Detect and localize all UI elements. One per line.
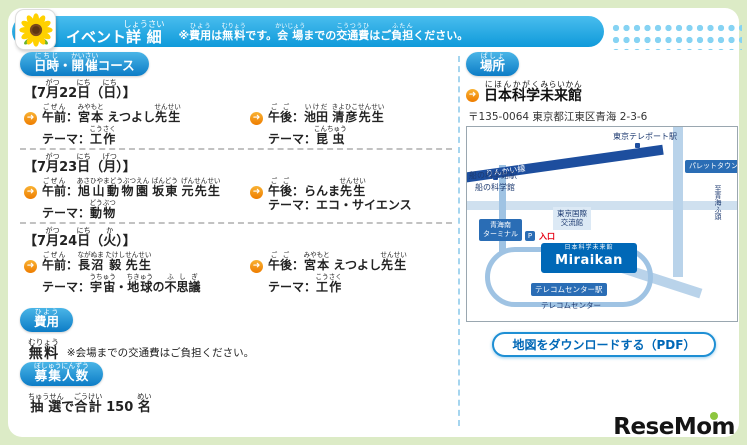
schedule-day: 【7月がつ23日にち（月げつ）】 ➜ 午前ごぜん：旭山動物園あさひやまどうぶつえ… (24, 152, 456, 221)
header-bar: イベント詳細しょうさい ※費用ひようは無料むりょうです。会場かいじょうまでの交通… (12, 9, 604, 50)
content-panel: イベント詳細しょうさい ※費用ひようは無料むりょうです。会場かいじょうまでの交通… (8, 8, 742, 437)
resemom-logo[interactable]: ReseMom (613, 412, 735, 440)
session-theme: テーマ：工作こうさく (268, 273, 342, 294)
map-station-dot (493, 175, 498, 180)
fee-row: 無料むりょう ※会場までの交通費はご負担ください。 (28, 338, 254, 361)
venue-map: りんかい線 東京テレポート駅 パレットタウン 船の科学館駅 船の科学館 東京国際… (466, 126, 738, 322)
capacity-section-badge: 募集ぼしゅう人数にんずう (20, 362, 103, 386)
map-label-line: 青海南 (490, 221, 511, 229)
session-entry: ➜ 午前ごぜん：宮本みやもと えつよし先生せんせい テーマ：工作こうさく (24, 103, 250, 147)
day-date: 【7月がつ23日にち（月げつ）】 (24, 152, 136, 175)
map-parking-icon: P (525, 231, 535, 241)
day-date: 【7月がつ24日にち（火か）】 (24, 226, 136, 249)
session-theme: テーマ：昆虫こんちゅう (268, 125, 347, 146)
map-label-fune-museum: 船の科学館 (475, 183, 515, 192)
day-date: 【7月がつ22日にち（日にち）】 (24, 78, 136, 101)
map-label-fune-station: 船の科学館駅 (469, 171, 517, 180)
session-entry: ➜ 午前ごぜん：旭山動物園あさひやまどうぶつえん 坂東ばんどう 元げん先生せんせ… (24, 177, 250, 221)
map-entrance-label: 入口 (539, 232, 555, 241)
arrow-icon: ➜ (466, 89, 479, 102)
map-label-telecom-center: テレコムセンター (541, 301, 601, 310)
map-label-aomi-terminal: 青海南 ターミナル (479, 219, 522, 241)
session-teacher: 午前ごぜん：旭山動物園あさひやまどうぶつえん 坂東ばんどう 元げん先生せんせい (42, 177, 221, 198)
session-entry: ➜ 午後ごご：らんま先生せんせい テーマ：エコ・サイエンス (250, 177, 412, 221)
session-teacher: 午後ごご：らんま先生せんせい (268, 177, 366, 198)
fee-notice: ※費用ひようは無料むりょうです。会場かいじょうまでの交通費こうつうひはご負担ふた… (178, 22, 469, 42)
map-label-line: ターミナル (483, 229, 518, 238)
venue-name: 日本にほん科学かがく未来館みらいかん (484, 80, 582, 104)
venue-section-badge: 場所ばしょ (466, 52, 520, 76)
capacity-value: 抽選ちゅうせんで合計ごうけい 150 名めい (28, 392, 152, 415)
map-rail-yurikamome (499, 165, 506, 253)
venue-name-row: ➜ 日本にほん科学かがく未来館みらいかん (466, 80, 582, 103)
column-divider (458, 56, 460, 426)
fee-note: ※会場までの交通費はご負担ください。 (66, 347, 255, 359)
miraikan-logo: 日本科学未来館 Miraikan (541, 243, 637, 273)
session-teacher: 午後ごご：池田いけだ 清彦きよひこ先生せんせい (268, 103, 385, 124)
map-download-button[interactable]: 地図をダウンロードする（PDF） (492, 332, 716, 357)
session-theme: テーマ：工作こうさく (42, 125, 116, 146)
session-theme: テーマ：エコ・サイエンス (268, 198, 412, 212)
map-label-teleport-station: 東京テレポート駅 (613, 132, 677, 141)
session-theme: テーマ：宇宙うちゅう・地球ちきゅうの不思議ふしぎ (42, 273, 201, 294)
venue-address: 〒135-0064 東京都江東区青海 2-3-6 (468, 111, 648, 123)
fee-value: 無料むりょう (28, 338, 59, 362)
dashed-separator (20, 222, 452, 224)
session-teacher: 午後ごご：宮本みやもと えつよし先生せんせい (268, 251, 407, 272)
session-entry: ➜ 午後ごご：池田いけだ 清彦きよひこ先生せんせい テーマ：昆虫こんちゅう (250, 103, 384, 147)
session-theme: テーマ：動物どうぶつ (42, 199, 116, 220)
map-direction-label: 至青海ふ頭 (714, 185, 722, 220)
schedule-section-badge: 日時にちじ・開催かいさいコース (20, 52, 149, 76)
page-title: イベント詳細しょうさい (66, 18, 165, 46)
resemom-logo-dot (710, 412, 718, 420)
map-label-line: 交流館 (560, 218, 584, 228)
session-teacher: 午前ごぜん：長沼ながぬま 毅たけし先生せんせい (42, 251, 152, 272)
map-label-line: 東京国際 (557, 209, 587, 218)
sunflower-icon (15, 9, 56, 50)
map-station-dot (635, 143, 640, 148)
map-road (467, 201, 737, 210)
arrow-icon: ➜ (250, 186, 263, 199)
session-entry: ➜ 午後ごご：宮本みやもと えつよし先生せんせい テーマ：工作こうさく (250, 251, 407, 295)
map-label-kokusai-koryukan: 東京国際 交流館 (553, 207, 591, 230)
map-road (673, 127, 683, 277)
session-entry: ➜ 午前ごぜん：長沼ながぬま 毅たけし先生せんせい テーマ：宇宙うちゅう・地球ち… (24, 251, 250, 295)
dot-decoration (612, 24, 742, 50)
schedule-day: 【7月がつ24日にち（火か）】 ➜ 午前ごぜん：長沼ながぬま 毅たけし先生せんせ… (24, 226, 456, 295)
miraikan-logo-small-text: 日本科学未来館 (564, 244, 614, 251)
arrow-icon: ➜ (250, 260, 263, 273)
arrow-icon: ➜ (24, 260, 37, 273)
arrow-icon: ➜ (250, 112, 263, 125)
dashed-separator (20, 148, 452, 150)
miraikan-logo-text: Miraikan (555, 253, 623, 268)
session-teacher: 午前ごぜん：宮本みやもと えつよし先生せんせい (42, 103, 181, 124)
map-label-telecom-station: テレコムセンター駅 (531, 283, 607, 297)
arrow-icon: ➜ (24, 186, 37, 199)
schedule-day: 【7月がつ22日にち（日にち）】 ➜ 午前ごぜん：宮本みやもと えつよし先生せん… (24, 78, 456, 147)
fee-section-badge: 費用ひよう (20, 308, 74, 332)
map-label-palette-town: パレットタウン (685, 160, 737, 173)
resemom-logo-text: ReseMom (613, 414, 735, 440)
arrow-icon: ➜ (24, 112, 37, 125)
